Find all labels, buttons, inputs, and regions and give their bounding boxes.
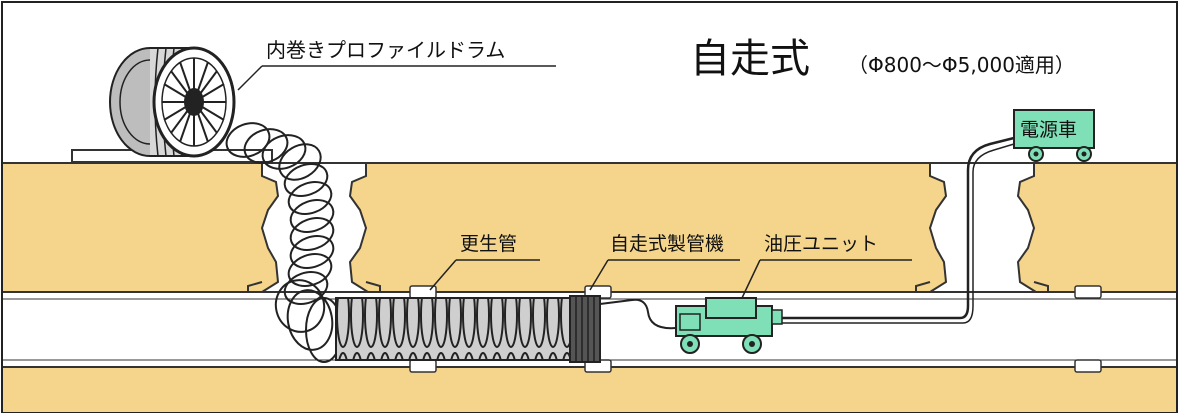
rehab-pipe <box>335 297 571 361</box>
rehab-pipe-label: 更生管 <box>460 233 517 255</box>
diagram-subtitle: （Φ800～Φ5,000適用） <box>848 53 1075 77</box>
left-manhole <box>247 162 381 293</box>
pipe-making-machine <box>569 295 601 363</box>
hydraulic-unit <box>675 297 783 354</box>
power-cable <box>782 136 1015 320</box>
power-truck <box>1013 109 1095 162</box>
pipe-machine-label: 自走式製管機 <box>610 233 724 255</box>
drum-label: 内巻きプロファイルドラム <box>266 38 505 62</box>
profile-drum <box>109 46 236 158</box>
power-truck-label: 電源車 <box>1020 119 1077 141</box>
hydraulic-hose <box>599 298 677 330</box>
hydraulic-unit-label: 油圧ユニット <box>764 233 878 255</box>
right-manhole <box>915 162 1049 293</box>
callout-lines <box>237 65 912 299</box>
profile-strip <box>225 122 343 363</box>
diagram-title: 自走式 <box>690 36 810 82</box>
